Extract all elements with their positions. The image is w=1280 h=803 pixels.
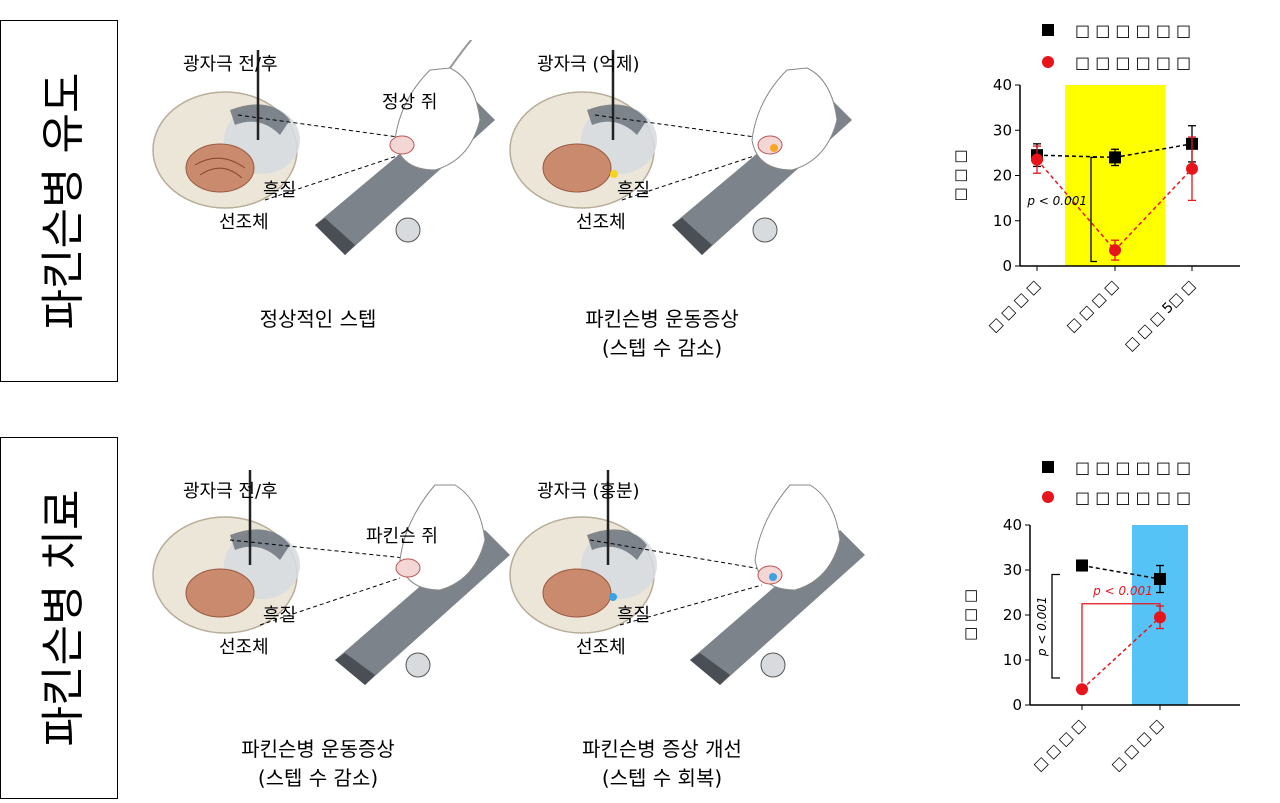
legend-label: □ □ □ □ □ □	[1075, 488, 1191, 507]
panel-caption: 파킨슨병 증상 개선 (스텝 수 회복)	[582, 737, 742, 790]
rat-treadmill-2	[594, 67, 852, 255]
y-tick-label: 10	[1003, 651, 1022, 669]
y-tick-label: 10	[993, 212, 1012, 230]
bottom-chart: 0 10 20 30 40 □ □ □ □ □ □ □ □ □ □ □ □ □ □ □ □ □ □…	[961, 458, 1240, 775]
y-tick-label: 0	[1012, 696, 1022, 714]
striatum-label: 선조체	[576, 212, 626, 233]
significance-bracket	[1090, 156, 1097, 263]
rat-treadmill	[237, 40, 495, 255]
y-tick-label: 30	[1003, 561, 1022, 579]
significance-bracket	[1051, 573, 1060, 679]
data-point	[1186, 162, 1198, 175]
significance-bracket-red	[1081, 603, 1161, 683]
legend-label: □ □ □ □ □ □	[1075, 21, 1191, 40]
x-tick-label: □ □ □ □	[986, 278, 1044, 336]
data-point	[1154, 611, 1166, 624]
panel-caption: 파킨슨병 운동증상 (스텝 수 감소)	[241, 737, 395, 790]
series-line	[1081, 564, 1161, 580]
p-value-label: p < 0.001	[1092, 584, 1153, 598]
top-row-label: 파킨슨병 유도	[38, 72, 89, 330]
probe-label: 광자극 (억제)	[537, 54, 640, 75]
rat-label: 파킨슨 쥐	[366, 526, 438, 547]
rat-treadmill-2	[589, 484, 865, 685]
series-line	[1081, 616, 1161, 690]
legend-marker	[1042, 56, 1054, 68]
data-point	[1076, 683, 1088, 696]
striatum-label: 선조체	[219, 212, 269, 233]
striatum-label: 선조체	[576, 637, 626, 658]
p-value-label: p < 0.001	[1026, 194, 1087, 208]
striatum-label: 선조체	[219, 637, 269, 658]
sn-label: 흑질	[263, 605, 297, 626]
sn-label: 흑질	[617, 605, 651, 626]
legend-label: □ □ □ □ □ □	[1075, 458, 1191, 477]
legend-marker	[1042, 491, 1054, 503]
y-tick-label: 40	[1003, 516, 1022, 534]
sn-label: 흑질	[263, 180, 297, 201]
legend-marker	[1042, 24, 1054, 36]
y-tick-label: 0	[1002, 257, 1012, 275]
rat-label: 정상 쥐	[382, 92, 438, 113]
panel-caption: 파킨슨병 운동증상 (스텝 수 감소)	[585, 307, 739, 360]
probe-label: 광자극 (흥분)	[537, 481, 640, 502]
brain-illustration	[152, 470, 300, 634]
y-tick-label: 40	[993, 76, 1012, 94]
sn-label: 흑질	[617, 180, 651, 201]
data-point	[1109, 151, 1121, 164]
data-point	[1154, 573, 1166, 585]
brain-illustration	[152, 50, 300, 209]
p-value-label: p < 0.001	[1035, 596, 1049, 657]
data-point	[1076, 559, 1088, 572]
legend-marker	[1042, 461, 1054, 473]
brain-illustration-2	[509, 50, 657, 209]
probe-label: 광자극 전/후	[183, 54, 278, 75]
x-tick-label: □ □ □ □	[1064, 278, 1122, 336]
x-tick-label: □ □ □ □	[1031, 717, 1089, 775]
y-axis-label: □ □ □	[951, 149, 969, 201]
y-tick-label: 30	[993, 121, 1012, 139]
y-tick-label: 20	[1003, 606, 1022, 624]
panel-caption: 정상적인 스텝	[259, 307, 377, 331]
top-row-label-box: 파킨슨병 유도	[0, 20, 118, 382]
rat-treadmill	[229, 484, 510, 685]
y-tick-label: 20	[993, 167, 1012, 185]
x-tick-label: □ □ □ □	[1109, 717, 1167, 775]
top-illustration	[152, 40, 852, 255]
bottom-row-label: 파킨슨병 치료	[38, 489, 89, 747]
x-tick-label: □ □ □ 5□ □	[1122, 278, 1199, 355]
bottom-row-label-box: 파킨슨병 치료	[0, 437, 118, 799]
data-point	[1109, 244, 1121, 257]
brain-illustration-2	[509, 470, 657, 634]
legend-label: □ □ □ □ □ □	[1075, 53, 1191, 72]
highlight-band	[1065, 85, 1165, 266]
data-point	[1031, 153, 1043, 166]
probe-label: 광자극 전/후	[183, 481, 278, 502]
y-axis-label: □ □ □	[961, 589, 979, 641]
bottom-illustration	[152, 470, 865, 685]
